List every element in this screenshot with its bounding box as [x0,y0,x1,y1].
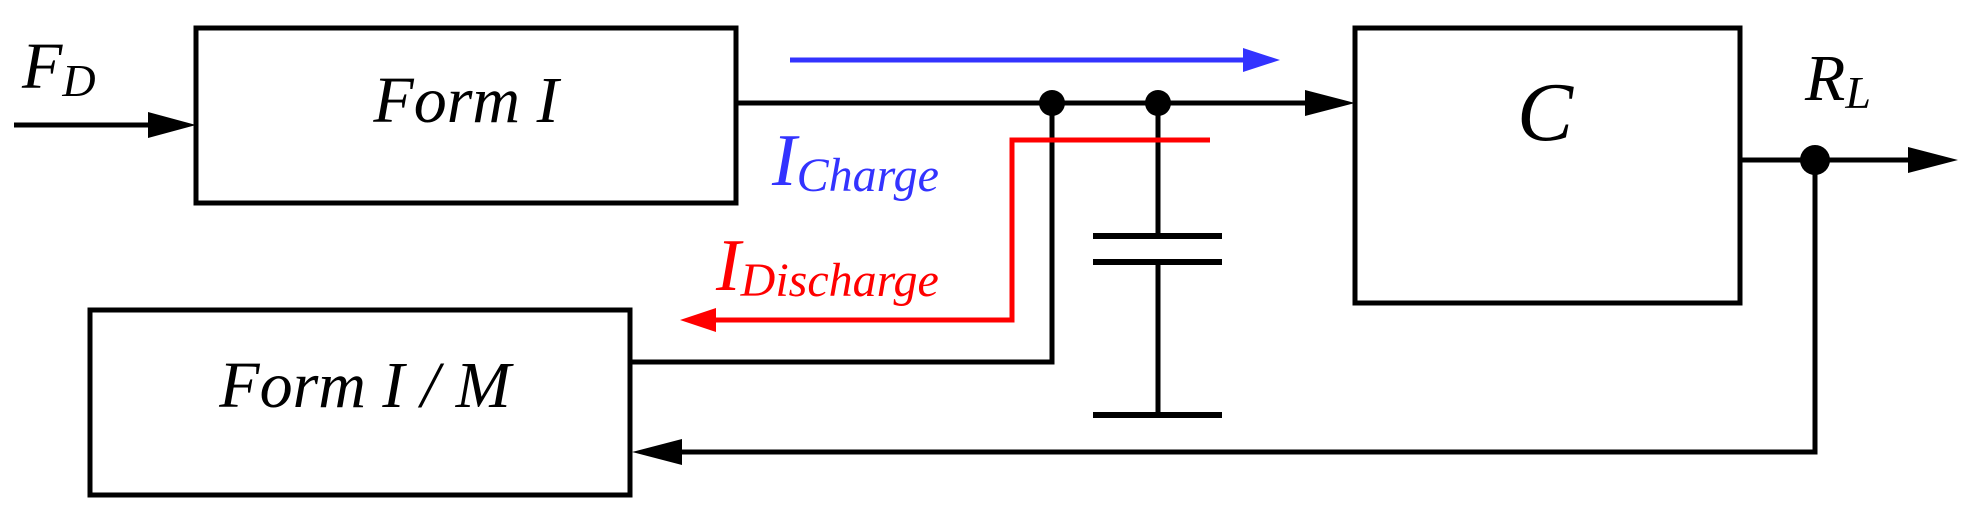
discharge-arrowhead [680,308,716,332]
form-i-block [193,25,739,206]
charge-current-label: ICharge [771,120,939,202]
form-i-label: Form I [372,64,561,137]
charge-arrowhead [1243,48,1280,72]
main-bus-arrowhead [1305,90,1355,116]
feedback-arrowhead [632,439,682,465]
c-label: C [1517,66,1574,159]
input-arrowhead [148,112,196,138]
feedback-wire [678,160,1818,455]
discharge-current-arrow [712,137,1210,323]
form-i-m-block [87,307,633,498]
output-arrowhead [1908,147,1958,173]
form-i-m-input-wire [630,103,1055,365]
form-i-m-label: Form I / M [218,349,514,422]
input-signal-label: FD [21,30,96,106]
output-signal-label: RL [1804,42,1871,118]
c-block [1352,25,1743,306]
discharge-current-label: IDischarge [715,225,939,307]
